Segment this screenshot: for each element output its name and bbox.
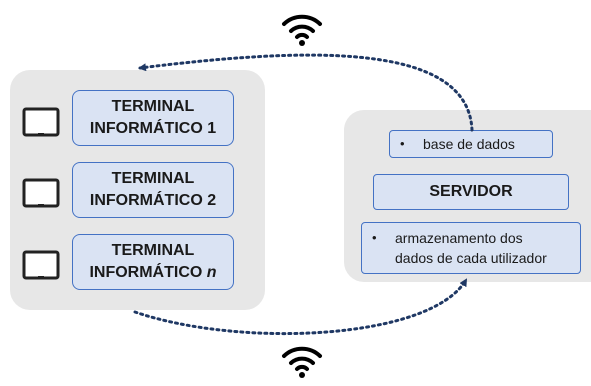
tablet-icon bbox=[22, 178, 60, 208]
terminal-1-line2: INFORMÁTICO 1 bbox=[89, 120, 217, 137]
terminal-1-box: TERMINAL INFORMÁTICO 1 bbox=[72, 90, 234, 146]
storage-box: • armazenamento dos dados de cada utiliz… bbox=[361, 222, 581, 274]
database-box: • base de dados bbox=[389, 130, 553, 158]
server-label: SERVIDOR bbox=[429, 183, 513, 200]
tablet-icon bbox=[22, 250, 60, 280]
tablet-icon bbox=[22, 107, 60, 137]
storage-bullet: • bbox=[372, 230, 377, 245]
wifi-icon bbox=[282, 346, 322, 378]
terminal-n-line1: TERMINAL bbox=[111, 242, 195, 259]
storage-line1: armazenamento dos bbox=[395, 230, 523, 246]
terminal-n-box: TERMINAL INFORMÁTICO n bbox=[72, 234, 234, 290]
storage-line2: dados de cada utilizador bbox=[395, 250, 547, 266]
terminal-n-line2: INFORMÁTICO n bbox=[89, 264, 217, 281]
terminal-2-box: TERMINAL INFORMÁTICO 2 bbox=[72, 162, 234, 218]
wifi-icon bbox=[282, 14, 322, 46]
top-arrow bbox=[138, 53, 474, 132]
database-label: base de dados bbox=[423, 136, 515, 152]
database-bullet: • bbox=[400, 136, 405, 151]
terminal-1-line1: TERMINAL bbox=[111, 98, 195, 115]
terminal-2-line1: TERMINAL bbox=[111, 170, 195, 187]
bottom-arrow bbox=[133, 278, 468, 336]
server-box: SERVIDOR bbox=[373, 174, 569, 210]
terminal-2-line2: INFORMÁTICO 2 bbox=[89, 192, 217, 209]
